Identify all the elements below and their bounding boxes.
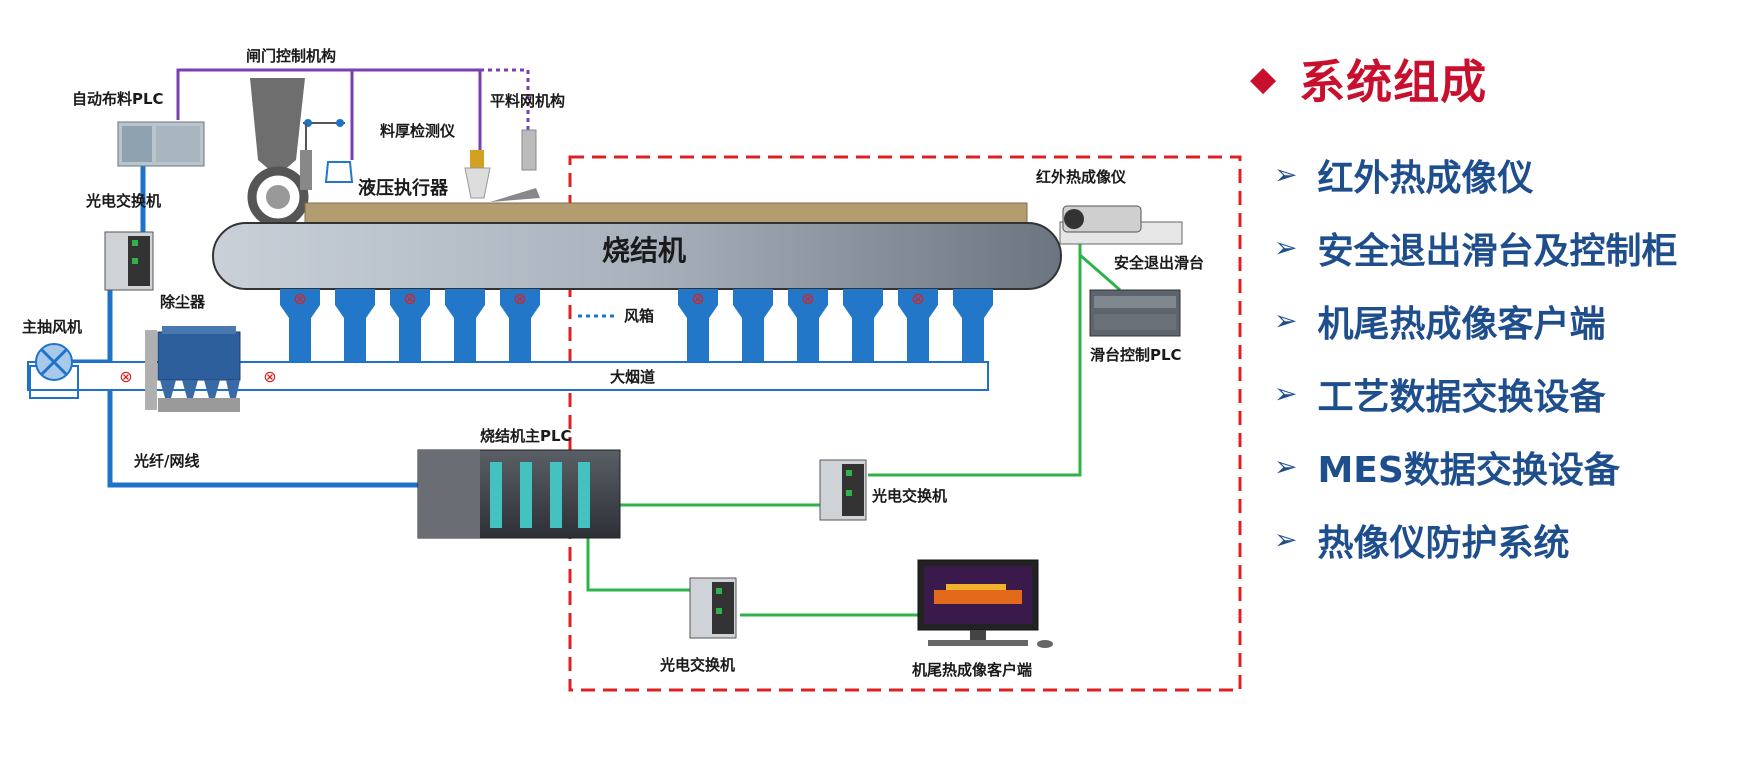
list-item: ➢ 红外热成像仪: [1274, 138, 1750, 211]
system-diagram: ⊗⊗⊗⊗⊗⊗ ⊗⊗: [22, 47, 1242, 692]
list-item: ➢ 机尾热成像客户端: [1274, 284, 1750, 357]
wind-box: [898, 289, 938, 362]
label-optical-switch-top: 光电交换机: [85, 192, 161, 210]
label-flue: 大烟道: [610, 368, 655, 386]
wind-box: [733, 289, 773, 362]
wind-box: [335, 289, 375, 362]
control-lines: [176, 68, 530, 160]
main-fan-icon: [29, 343, 79, 399]
valve-icon: ⊗: [801, 289, 814, 308]
list-item-text: 红外热成像仪: [1317, 157, 1534, 199]
list-item-text: 安全退出滑台及控制柜: [1317, 230, 1678, 272]
optical-switch-mid-icon: [819, 459, 867, 521]
list-item-text: 热像仪防护系统: [1317, 522, 1570, 564]
valve-icon: ⊗: [691, 289, 704, 308]
arrow-icon: ➢: [1274, 450, 1298, 483]
valve-icon: ⊗: [119, 367, 132, 386]
slide-plc-icon: [1089, 289, 1181, 337]
leveling-mechanism: [490, 129, 540, 202]
label-optical-switch-mid: 光电交换机: [871, 487, 947, 505]
wind-box: [280, 289, 320, 362]
arrow-icon: ➢: [1274, 158, 1298, 191]
list-item: ➢ 工艺数据交换设备: [1274, 357, 1750, 430]
label-optical-switch-bottom: 光电交换机: [659, 656, 735, 674]
wind-box: [500, 289, 540, 362]
optical-switch-top-icon: [104, 231, 154, 291]
valve-icon: ⊗: [293, 289, 306, 308]
label-leveling-mechanism: 平料网机构: [490, 92, 565, 110]
label-safety-slide: 安全退出滑台: [1114, 254, 1204, 272]
label-fiber-cable: 光纤/网线: [133, 452, 199, 470]
arrow-icon: ➢: [1274, 231, 1298, 264]
ir-camera-icon: [1059, 205, 1183, 245]
label-hydraulic-actuator: 液压执行器: [358, 177, 449, 199]
valve-icon: ⊗: [911, 289, 924, 308]
flue-valves: ⊗⊗: [119, 367, 276, 386]
valve-icon: ⊗: [263, 367, 276, 386]
arrow-icon: ➢: [1274, 523, 1298, 556]
label-tail-client: 机尾热成像客户端: [912, 661, 1032, 679]
arrow-icon: ➢: [1274, 377, 1298, 410]
wind-box: [445, 289, 485, 362]
thickness-detector: [464, 150, 491, 199]
hydraulic-actuator: [300, 119, 354, 190]
diamond-icon: ◆: [1250, 59, 1278, 99]
label-ir-camera: 红外热成像仪: [1036, 168, 1127, 186]
valve-icon: ⊗: [403, 289, 416, 308]
system-composition-panel: ◆ 系统组成 ➢ 红外热成像仪 ➢ 安全退出滑台及控制柜 ➢ 机尾热成像客户端 ➢ 工艺…: [1250, 48, 1750, 576]
label-gate-mechanism: 闸门控制机构: [246, 47, 336, 65]
label-main-plc: 烧结机主PLC: [480, 427, 572, 445]
boundary-frame: [568, 155, 1242, 692]
panel-title: ◆ 系统组成: [1250, 48, 1750, 110]
wind-box: [953, 289, 993, 362]
list-item: ➢ 热像仪防护系统: [1274, 503, 1750, 576]
optical-switch-bottom-icon: [689, 577, 737, 639]
wind-box: [788, 289, 828, 362]
list-item: ➢ 安全退出滑台及控制柜: [1274, 211, 1750, 284]
valve-icon: ⊗: [513, 289, 526, 308]
wind-box: [843, 289, 883, 362]
tail-client-monitor-icon: [917, 559, 1053, 648]
arrow-icon: ➢: [1274, 304, 1298, 337]
panel-title-text: 系统组成: [1299, 55, 1488, 109]
label-thickness-detector: 料厚检测仪: [380, 122, 456, 140]
list-item-text: 机尾热成像客户端: [1317, 303, 1606, 345]
label-slide-plc: 滑台控制PLC: [1090, 346, 1182, 364]
list-item: ➢ MES数据交换设备: [1274, 430, 1750, 503]
main-plc-icon: [417, 449, 621, 539]
material-layer: [304, 202, 1028, 224]
wind-box: [678, 289, 718, 362]
feature-list: ➢红外热成像仪 ➢安全退出滑台及控制柜 ➢机尾热成像客户端 ➢工艺数据交换设备 …: [1274, 138, 1750, 576]
list-item-text: 工艺数据交换设备: [1317, 376, 1606, 418]
wind-boxes: ⊗ ⊗ ⊗ ⊗ ⊗ ⊗: [280, 289, 993, 362]
auto-feed-plc-icon: [117, 121, 205, 167]
feed-hopper: [247, 78, 309, 228]
wind-box: [390, 289, 430, 362]
label-main-fan: 主抽风机: [22, 318, 82, 336]
dust-collector-icon: [145, 326, 241, 412]
label-wind-box: 风箱: [624, 307, 654, 325]
label-auto-feed-plc: 自动布料PLC: [72, 90, 164, 108]
label-dust-collector: 除尘器: [160, 293, 206, 311]
list-item-text: MES数据交换设备: [1317, 449, 1620, 491]
sinter-machine-body: [212, 222, 1062, 290]
label-sinter-machine: 烧结机: [602, 234, 686, 267]
